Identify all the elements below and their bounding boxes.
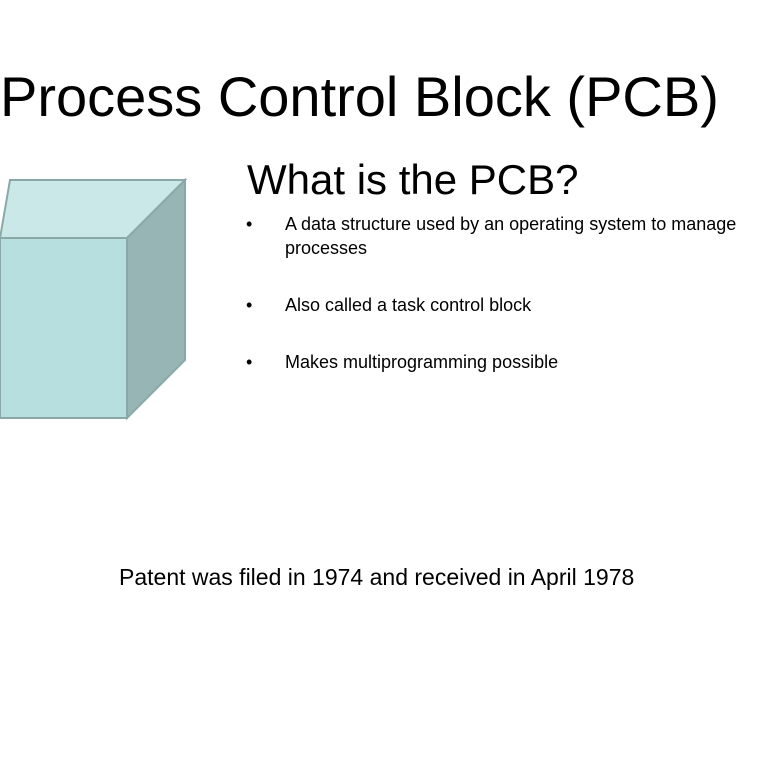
bullet-text-line: processes <box>285 238 368 258</box>
patent-note: Patent was filed in 1974 and received in… <box>119 564 635 590</box>
bullet-marker: • <box>246 295 253 315</box>
cube-illustration <box>0 177 188 421</box>
bullet-list: • A data structure used by an operating … <box>240 212 767 407</box>
bullet-text-line: A data structure used by an operating sy… <box>285 214 737 234</box>
bullet-marker: • <box>246 352 253 372</box>
bullet-marker: • <box>246 214 253 234</box>
section-heading: What is the PCB? <box>247 156 579 203</box>
list-item: • Makes multiprogramming possible <box>240 350 767 374</box>
list-item: • Also called a task control block <box>240 293 767 317</box>
slide-title: Process Control Block (PCB) <box>0 65 719 128</box>
cube-front-face <box>0 237 128 419</box>
bullet-text-line: Also called a task control block <box>285 295 532 315</box>
bullet-text-line: Makes multiprogramming possible <box>285 352 559 372</box>
list-item: • A data structure used by an operating … <box>240 212 767 260</box>
